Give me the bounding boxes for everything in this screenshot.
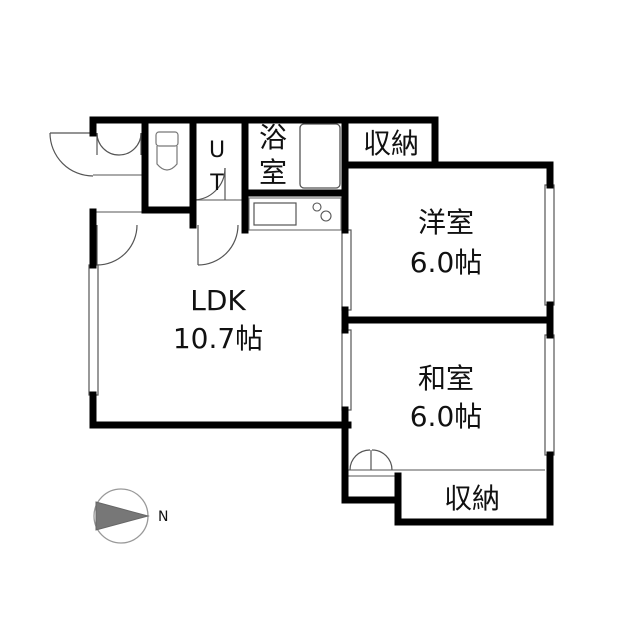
walls <box>89 116 554 526</box>
ldk-door-left <box>96 224 138 266</box>
toilet-door <box>192 167 226 201</box>
interior-details <box>93 174 545 477</box>
storage-top-label: 収納 <box>363 127 419 160</box>
storage-bottom-label: 収納 <box>444 482 500 515</box>
bath-label-line2: 室 <box>259 156 287 189</box>
japanese-room-name: 和室 <box>418 362 474 395</box>
fixtures <box>155 123 342 231</box>
ldk-door-right <box>197 224 239 266</box>
sink-icon <box>253 202 297 226</box>
room-labels: LDK 10.7帖 洋室 6.0帖 和室 6.0帖 収納 収納 浴 室 U T <box>173 121 500 515</box>
ut-label-line1: U <box>209 138 225 163</box>
ldk-name: LDK <box>190 284 246 317</box>
western-room-name: 洋室 <box>418 206 474 239</box>
compass: N <box>93 488 168 544</box>
ut-label-line2: T <box>209 171 224 196</box>
bathtub-icon <box>299 123 341 189</box>
doors <box>49 132 393 471</box>
stove-burner-icon <box>320 210 332 222</box>
bath-label-line1: 浴 <box>259 121 287 154</box>
closet-door <box>349 449 393 471</box>
toilet-icon <box>155 131 179 171</box>
ldk-size: 10.7帖 <box>173 322 263 355</box>
entrance-door <box>49 132 142 177</box>
stove-burner-icon <box>312 202 322 212</box>
compass-arrow-icon <box>95 501 150 531</box>
kitchen-counter <box>248 197 342 231</box>
compass-north-label: N <box>158 509 168 525</box>
japanese-room-size: 6.0帖 <box>410 400 483 433</box>
western-room-size: 6.0帖 <box>410 246 483 279</box>
